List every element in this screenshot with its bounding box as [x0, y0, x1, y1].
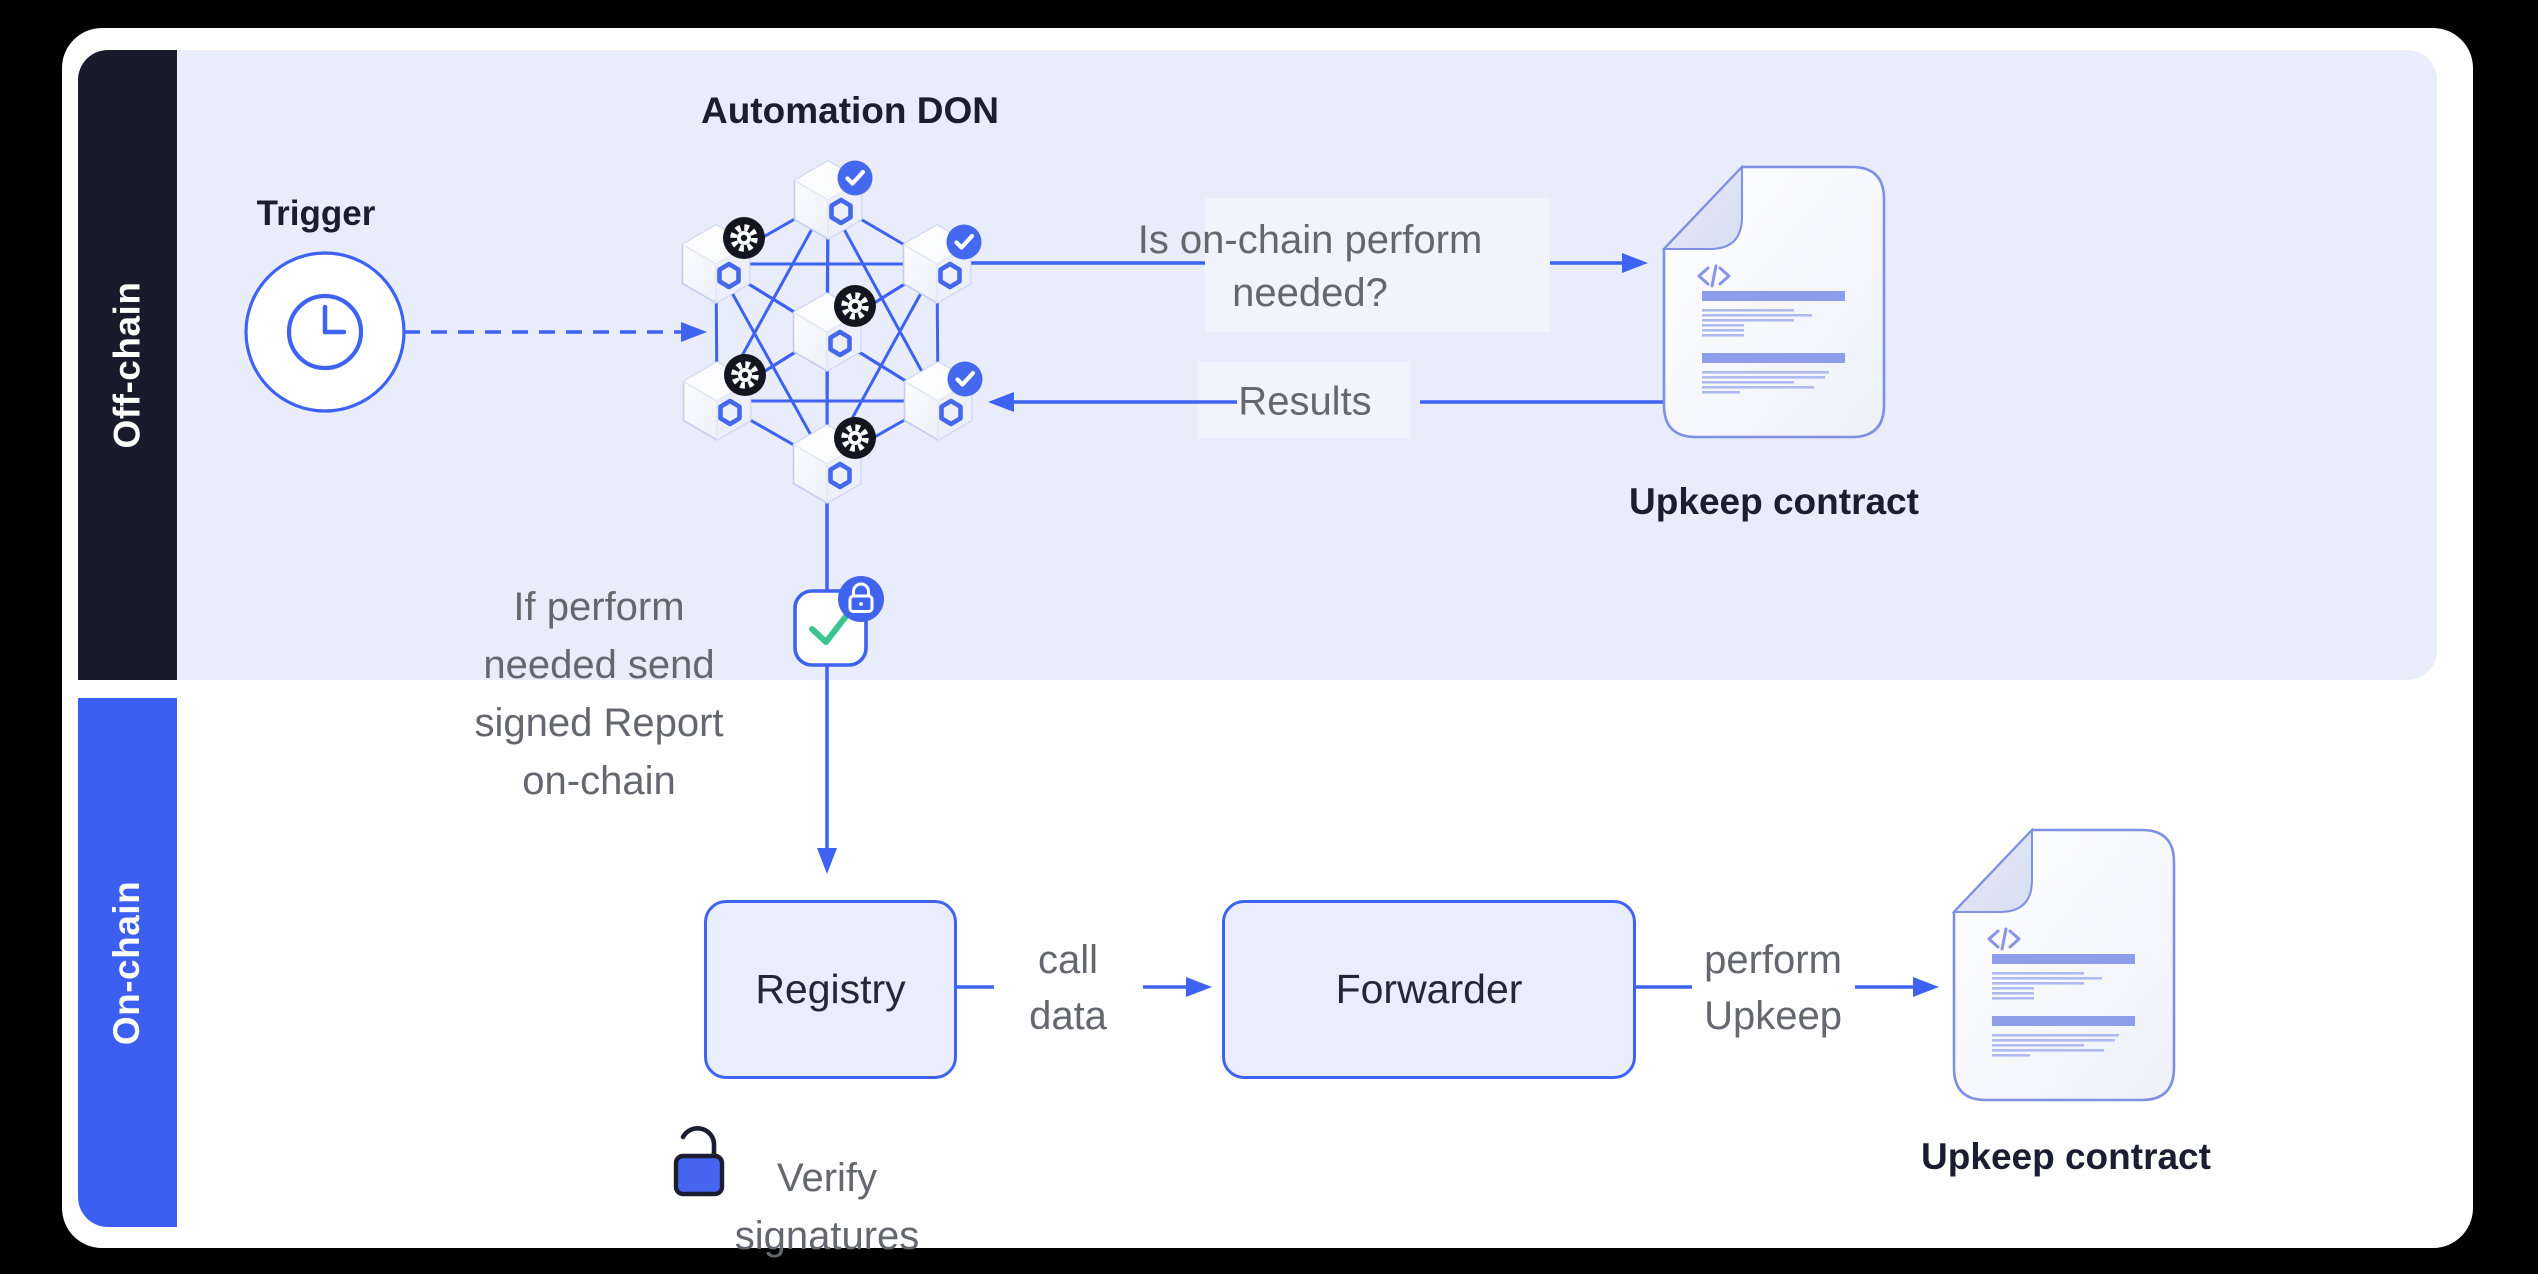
registry-label: Registry: [755, 966, 906, 1012]
node-gear-badge-icon: [723, 217, 765, 259]
trigger-arrowhead-icon: [681, 322, 707, 342]
signed-report-check-icon: [793, 576, 884, 667]
contract-arrowhead-icon: [1913, 977, 1939, 997]
node-check-badge-icon: [947, 225, 982, 260]
forwarder-arrowhead-icon: [1186, 977, 1212, 997]
results-label-backdrop: [1198, 362, 1410, 438]
forwarder-box: Forwarder: [1222, 900, 1636, 1079]
node-gear-badge-icon: [834, 285, 876, 327]
upkeep-contract-document-icon: [1662, 165, 1886, 439]
results-label: Results: [1238, 379, 1372, 424]
registry-arrowhead-icon: [817, 848, 837, 874]
question-label: Is on-chain perform needed?: [1137, 218, 1483, 315]
node-gear-badge-icon: [724, 354, 766, 396]
off-chain-tab: Off-chain: [78, 50, 177, 680]
perform-upkeep-label: perform Upkeep: [1704, 938, 1842, 1038]
on-chain-tab: On-chain: [78, 698, 177, 1227]
call-data-label: call data: [1029, 938, 1107, 1038]
question-label-backdrop: [1205, 198, 1550, 332]
results-arrowhead-icon: [988, 392, 1014, 412]
upkeep-contract-document-icon: [1952, 828, 2176, 1102]
connector-lines: [404, 261, 1913, 989]
trigger-clock-icon: [244, 251, 406, 413]
node-check-badge-icon: [838, 161, 873, 196]
upkeep-contract-label-top: Upkeep contract: [1629, 481, 1919, 522]
trigger-label: Trigger: [256, 194, 376, 233]
don-title: Automation DON: [700, 90, 1000, 131]
report-note-label: If perform needed send signed Report on-…: [474, 585, 724, 803]
verify-signatures-label: Verify signatures: [734, 1156, 920, 1258]
lock-badge-icon: [838, 576, 884, 622]
node-gear-badge-icon: [834, 417, 876, 459]
forwarder-label: Forwarder: [1335, 966, 1523, 1012]
node-check-badge-icon: [948, 362, 983, 397]
open-padlock-icon: [673, 1126, 725, 1197]
registry-box: Registry: [704, 900, 957, 1079]
arrow-heads: [681, 253, 1939, 997]
question-arrowhead-icon: [1622, 253, 1648, 273]
upkeep-contract-label-bottom: Upkeep contract: [1921, 1136, 2211, 1177]
